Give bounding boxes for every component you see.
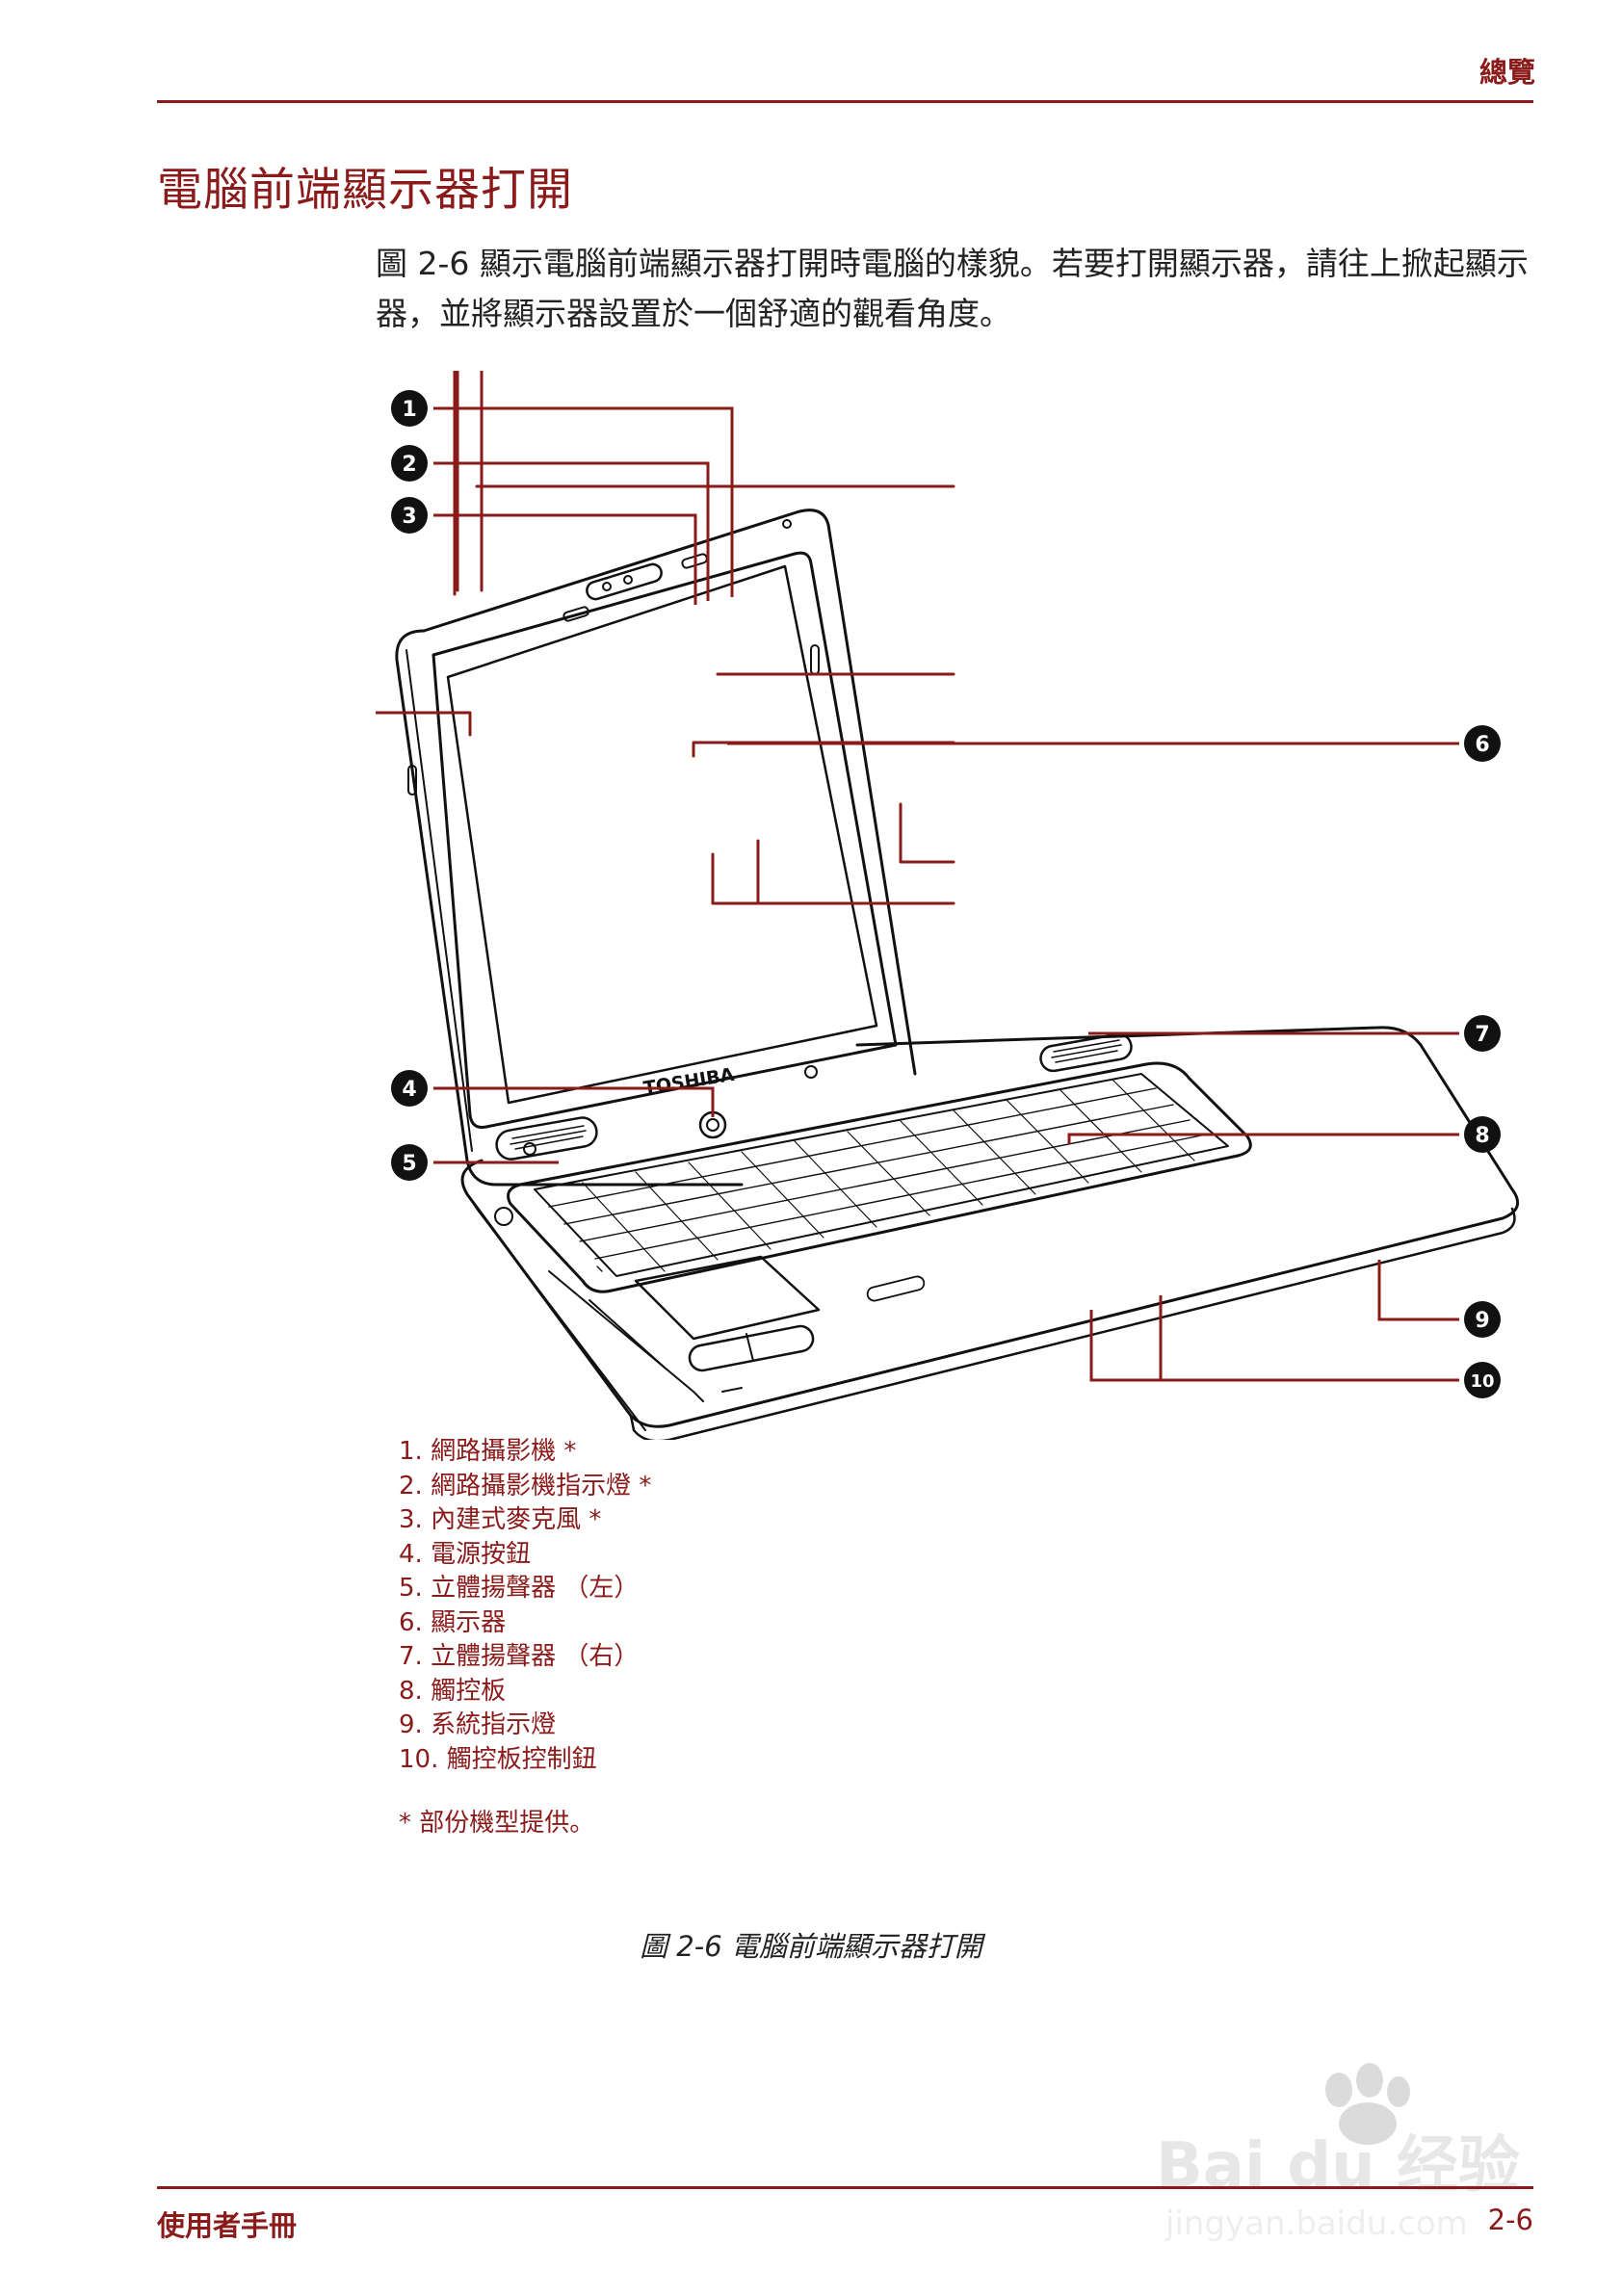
legend-item: 3. 內建式麥克風 * bbox=[399, 1505, 602, 1534]
legend-item: 10. 觸控板控制鈕 bbox=[399, 1744, 597, 1774]
figure-legend: 1. 網路攝影機 * 2. 網路攝影機指示燈 * 3. 內建式麥克風 * 4. … bbox=[399, 1435, 651, 1777]
header-rule bbox=[157, 100, 1533, 103]
legend-item: 1. 網路攝影機 * bbox=[399, 1437, 577, 1466]
figure-caption: 圖 2-6 電腦前端顯示器打開 bbox=[640, 1930, 982, 1963]
footer-rule bbox=[157, 2186, 1533, 2189]
legend-item: 4. 電源按鈕 bbox=[399, 1539, 532, 1569]
watermark-brand: Bai du 经验 bbox=[1156, 2130, 1520, 2202]
legend-item: 5. 立體揚聲器 （左） bbox=[399, 1574, 640, 1603]
running-header: 總覽 bbox=[1478, 56, 1535, 89]
brand-label: TOSHIBA bbox=[642, 1064, 737, 1100]
baidu-watermark: Bai du 经验 jingyan.baidu.com bbox=[1156, 2063, 1520, 2243]
legend-item: 8. 觸控板 bbox=[399, 1676, 507, 1706]
legend-item: 7. 立體揚聲器 （右） bbox=[399, 1642, 640, 1671]
intro-paragraph: 圖 2-6 顯示電腦前端顯示器打開時電腦的樣貌。若要打開顯示器，請往上掀起顯示器… bbox=[376, 245, 1529, 332]
page-number: 2-6 bbox=[1487, 2204, 1533, 2236]
figure-footnote: * 部份機型提供。 bbox=[399, 1809, 595, 1838]
laptop-illustration: TOSHIBA bbox=[376, 371, 1520, 1440]
section-title: 電腦前端顯示器打開 bbox=[157, 164, 573, 217]
legend-item: 2. 網路攝影機指示燈 * bbox=[399, 1471, 652, 1500]
legend-item: 6. 顯示器 bbox=[399, 1607, 507, 1637]
footer-manual-title: 使用者手冊 bbox=[157, 2209, 298, 2242]
legend-item: 9. 系統指示燈 bbox=[399, 1710, 557, 1739]
watermark-url: jingyan.baidu.com bbox=[1164, 2205, 1468, 2243]
